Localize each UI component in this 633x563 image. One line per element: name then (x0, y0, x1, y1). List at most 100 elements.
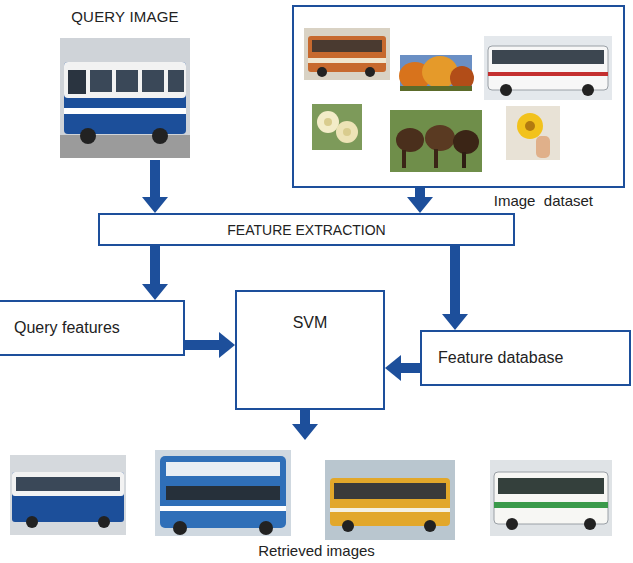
dataset-bus-photo (312, 40, 382, 52)
flow-arrow (292, 410, 318, 440)
retrieved-bus-photo (12, 472, 124, 496)
dataset-box: Image dataset (292, 5, 625, 188)
retrieved-bus-photo (10, 455, 126, 535)
dataset-bus-photo (492, 50, 604, 64)
autumn-trees-photo (400, 86, 472, 91)
query-image-panel: QUERY IMAGE (55, 8, 195, 160)
dataset-bus-photo (582, 84, 594, 96)
query-bus-photo (64, 108, 186, 114)
arrow-head (219, 332, 235, 358)
horses-photo (462, 152, 466, 168)
retrieved-bus-photo (166, 486, 280, 500)
retrieved-bus-photo (342, 520, 354, 532)
dataset-bus-photo (304, 28, 390, 80)
retrieved-bus-photo (98, 516, 110, 528)
retrieved-bus-photo (506, 518, 518, 530)
arrow-shaft (150, 160, 160, 199)
dataset-bus-photo (500, 84, 512, 96)
retrieved-bus-photo (259, 521, 273, 535)
flow-arrow (407, 188, 433, 213)
node-label: Query features (14, 319, 120, 337)
query-bus-photo (64, 62, 186, 134)
retrieved-bus-photo (424, 520, 436, 532)
retrieved-bus-photo (155, 450, 291, 536)
flow-arrow (185, 332, 235, 358)
dataset-bus-photo (308, 36, 386, 72)
dataset-bus-photo (308, 58, 386, 63)
dataset-bus-photo (488, 46, 608, 90)
retrieved-bus-photo (160, 506, 286, 511)
retrieved-bus-photo (490, 460, 612, 536)
roses-photo (336, 121, 358, 143)
horses-photo (434, 149, 438, 168)
arrow-head (292, 424, 318, 440)
dataset-bus-photo (484, 36, 612, 100)
dataset-bus-photo (488, 72, 608, 76)
arrow-shaft (300, 410, 310, 426)
node-label: FEATURE EXTRACTION (227, 222, 385, 238)
retrieved-bus-photo (330, 508, 450, 512)
retrieved-bus-photo (325, 460, 455, 540)
retrieved-bus-photo (494, 502, 608, 508)
query-bus-photo (60, 38, 190, 158)
horses-photo (396, 128, 424, 152)
retrieved-bus-photo (12, 472, 124, 522)
dataset-bus-photo (304, 28, 390, 80)
retrieved-bus-photo (498, 478, 604, 494)
arrow-head (142, 197, 168, 213)
dataset-bus-photo (484, 36, 612, 100)
arrow-shaft (399, 363, 420, 373)
arrow-head (142, 284, 168, 300)
retrieved-bus-photo (494, 472, 608, 524)
flower-photo (506, 106, 560, 160)
arrow-shaft (150, 246, 160, 286)
retrieved-bus-photo (334, 483, 446, 499)
retrieved-bus-photo (10, 455, 126, 535)
retrieved-bus-photo (490, 460, 612, 536)
query-bus-photo (152, 128, 168, 144)
horses-photo (402, 150, 406, 168)
query-bus-photo (80, 128, 96, 144)
query-bus-photo (168, 70, 184, 92)
arrow-head (442, 314, 468, 330)
results-panel: Retrieved images (0, 440, 633, 563)
retrieved-bus-photo (330, 478, 450, 526)
flow-arrow (442, 246, 468, 330)
arrow-shaft (185, 340, 221, 350)
feature-box: Feature database (420, 330, 631, 386)
flower-photo (517, 113, 543, 139)
query-bus-photo (116, 70, 138, 92)
arrow-shaft (450, 246, 460, 316)
flow-arrow (142, 246, 168, 300)
node-label: Feature database (438, 349, 563, 367)
arrow-head (385, 355, 401, 381)
process-box: FEATURE EXTRACTION (98, 213, 515, 246)
query-bus-photo (142, 70, 164, 92)
flower-photo (506, 106, 560, 160)
horses-photo (390, 110, 482, 172)
feature-box: Query features (0, 300, 185, 356)
query-bus-photo (60, 38, 190, 158)
arrow-head (407, 197, 433, 213)
retrieved-bus-photo (325, 460, 455, 540)
retrieved-bus-photo (173, 521, 187, 535)
retrieved-bus-photo (16, 477, 120, 491)
roses-photo (312, 104, 362, 150)
classifier-box: SVM (235, 290, 385, 410)
horses-photo (453, 130, 479, 154)
roses-photo (312, 104, 362, 150)
query-bus-photo (60, 135, 190, 158)
horses-photo (390, 110, 482, 172)
roses-photo (343, 128, 351, 136)
retrieved-bus-photo (584, 518, 596, 530)
retrieved-bus-photo (166, 462, 280, 476)
flower-photo (536, 136, 550, 158)
dataset-bus-photo (365, 67, 375, 77)
dataset-bus-photo (317, 67, 327, 77)
flower-photo (525, 121, 535, 131)
autumn-trees-photo (399, 55, 474, 91)
node-label: Image dataset (494, 192, 593, 209)
flow-arrow (142, 160, 168, 213)
